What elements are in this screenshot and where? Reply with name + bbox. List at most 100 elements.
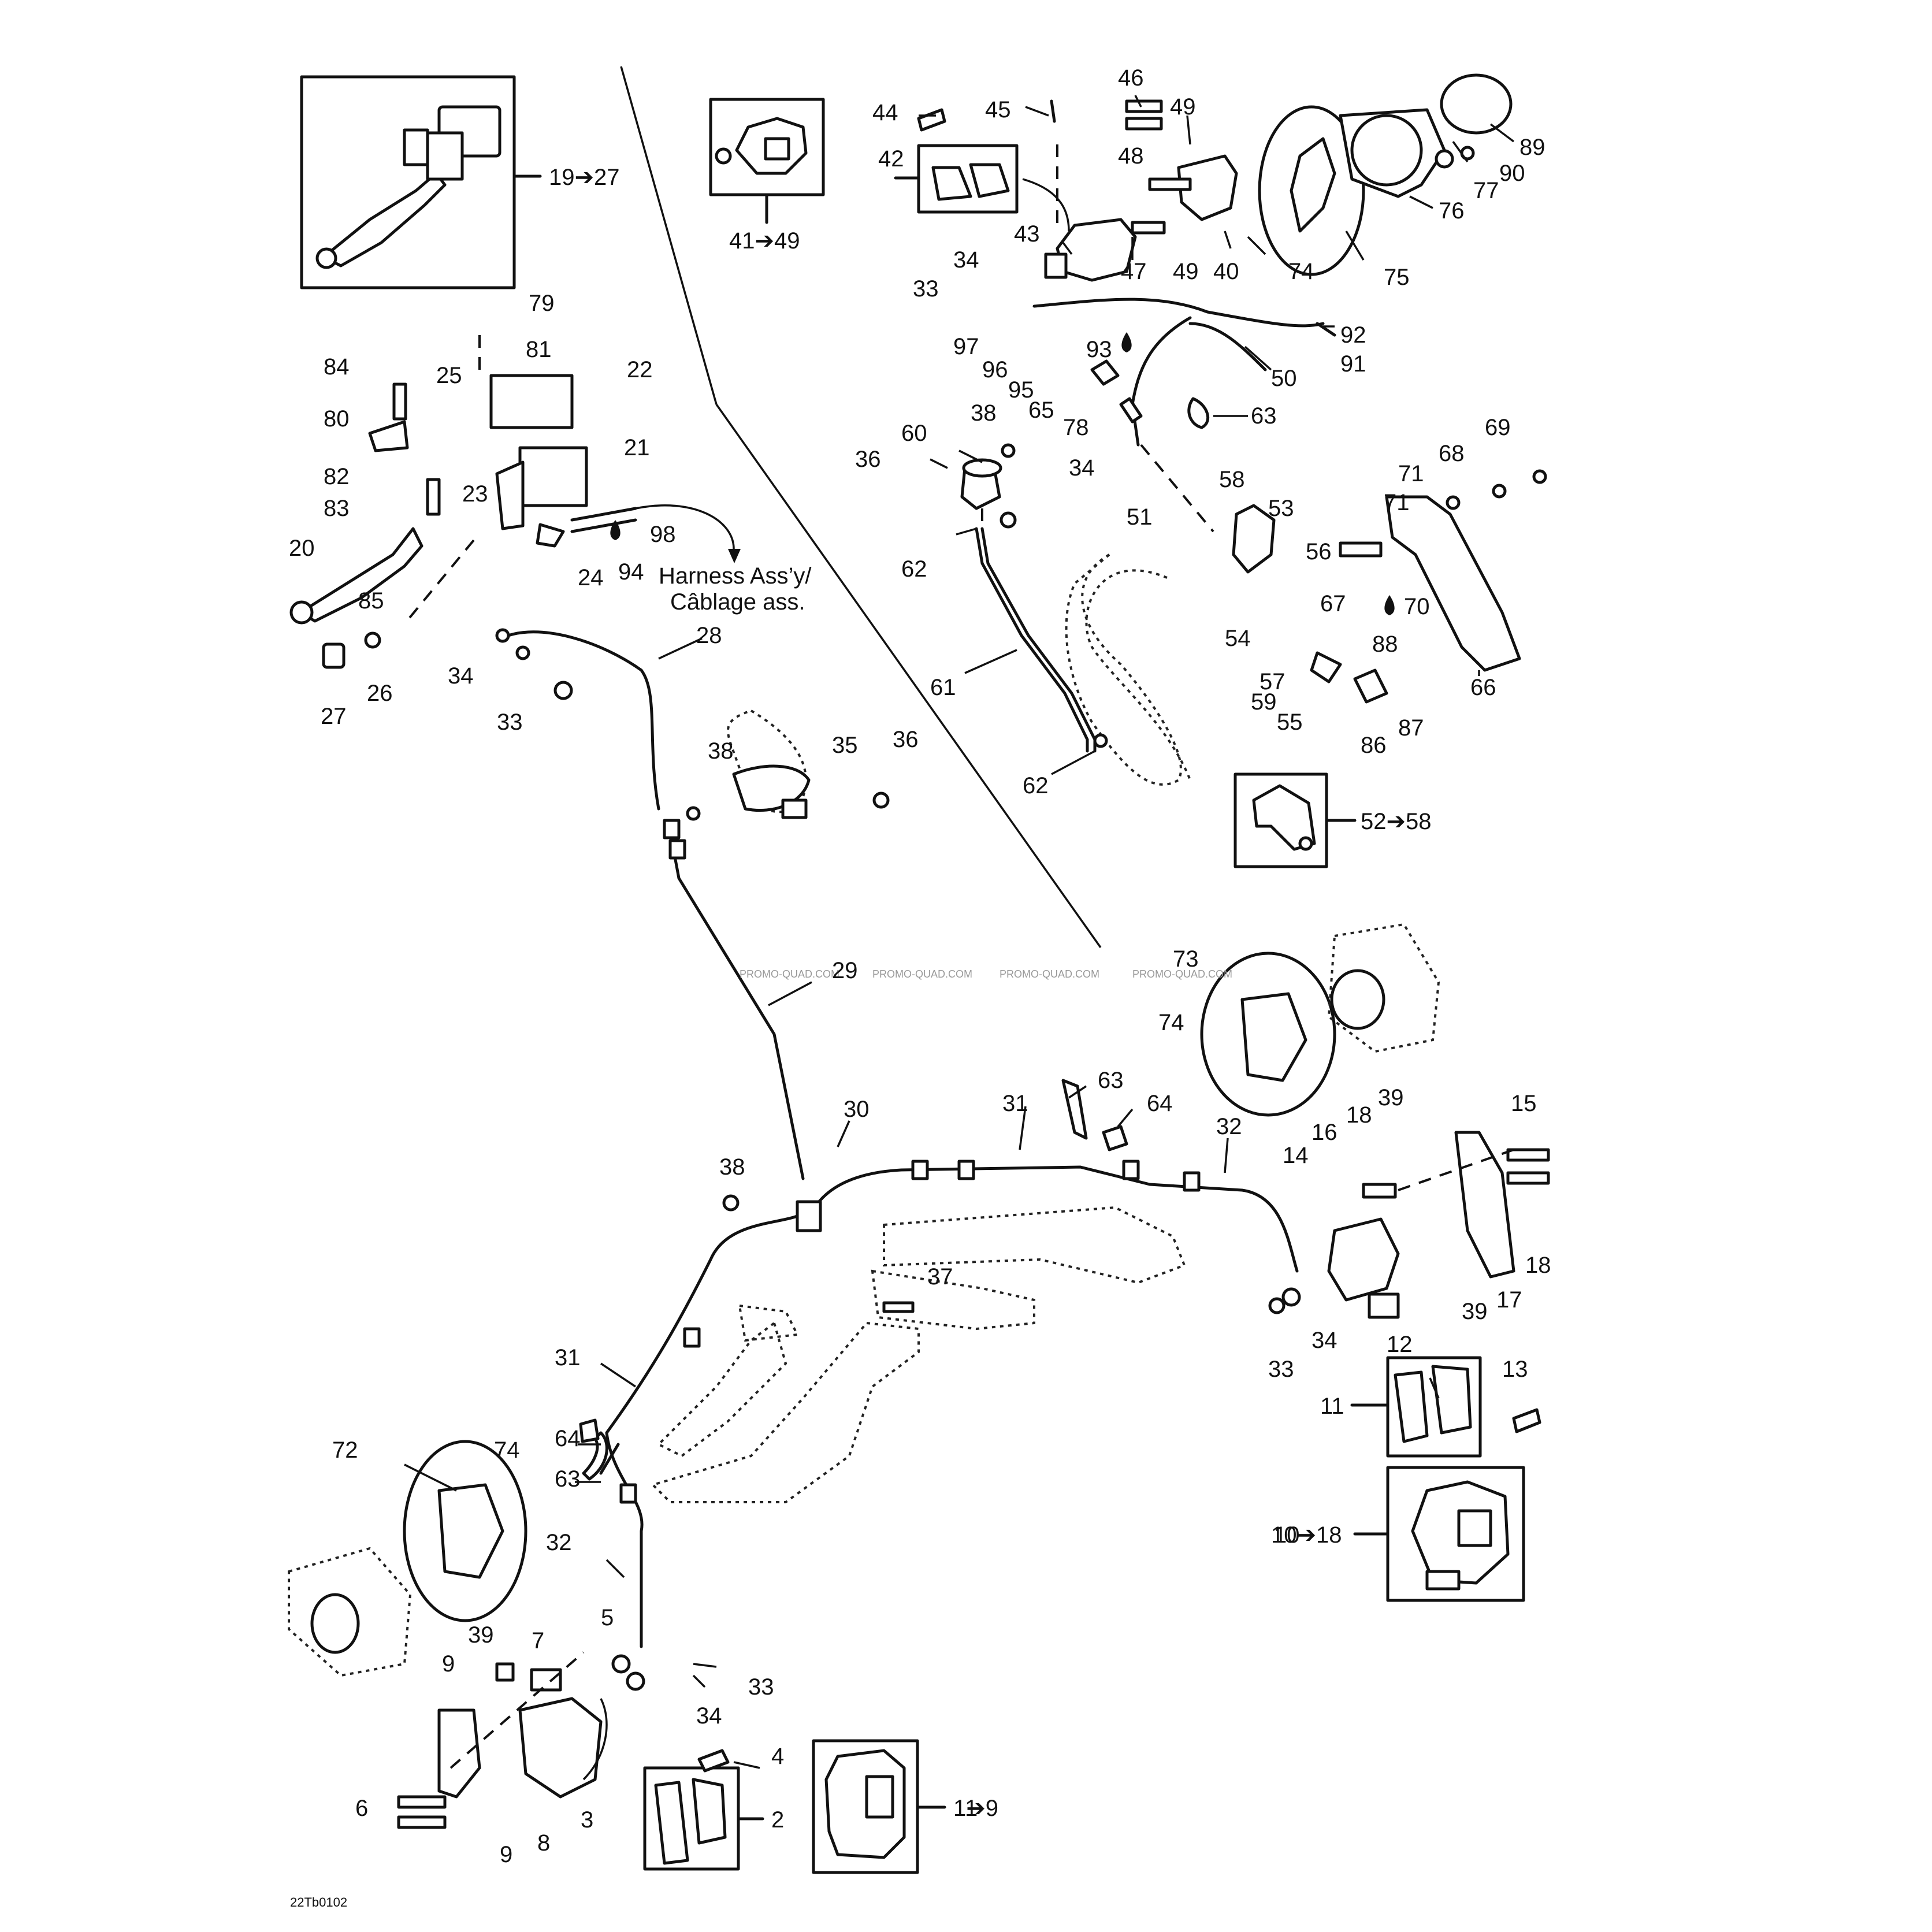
callout-46: 46 [1118, 65, 1144, 91]
small-fittings [495, 99, 1541, 1773]
callout-16: 16 [1311, 1120, 1337, 1145]
callout-45: 45 [985, 97, 1011, 122]
inset-pads-42 [894, 144, 1019, 214]
group-label-1-9: 1➔9 [953, 1796, 998, 1821]
callout-86: 86 [1361, 733, 1387, 758]
callout-34: 34 [953, 247, 979, 273]
callout-27: 27 [321, 704, 347, 729]
callout-70: 70 [1404, 594, 1430, 619]
callout-91: 91 [1340, 351, 1366, 377]
callout-28: 28 [696, 623, 722, 648]
callout-9: 9 [500, 1842, 512, 1867]
callout-4: 4 [771, 1744, 784, 1769]
callout-32: 32 [546, 1530, 572, 1555]
rear-brake-line [1032, 298, 1325, 533]
callout-62: 62 [901, 556, 927, 582]
callout-35: 35 [832, 733, 858, 758]
callout-75: 75 [1384, 265, 1410, 290]
drop-icon [610, 520, 621, 540]
callout-20: 20 [289, 536, 315, 561]
callout-97: 97 [953, 334, 979, 359]
callout-78: 78 [1063, 415, 1089, 440]
callout-71: 71 [1398, 461, 1424, 486]
callout-95: 95 [1008, 377, 1034, 403]
callout-83: 83 [324, 496, 350, 521]
callout-74: 74 [1158, 1010, 1184, 1035]
callout-15: 15 [1511, 1091, 1537, 1116]
callout-34: 34 [1311, 1328, 1337, 1353]
front-disc-left [288, 1440, 527, 1677]
front-caliper-left [397, 1651, 608, 1829]
callout-23: 23 [462, 481, 488, 507]
callout-66: 66 [1470, 675, 1496, 700]
callout-82: 82 [324, 464, 350, 489]
callout-49: 49 [1173, 259, 1199, 284]
drop-icon [1384, 595, 1395, 615]
callout-18: 18 [1525, 1253, 1551, 1278]
callout-40: 40 [1213, 259, 1239, 284]
callout-65: 65 [1028, 397, 1054, 423]
callout-58: 58 [1219, 467, 1245, 492]
callout-34: 34 [696, 1703, 722, 1729]
callout-36: 36 [893, 727, 919, 752]
callout-90: 90 [1499, 161, 1525, 186]
callout-30: 30 [844, 1097, 870, 1122]
callout-39: 39 [1462, 1299, 1488, 1324]
brake-lines [507, 630, 1299, 1648]
callout-47: 47 [1121, 259, 1147, 284]
inset-pads-2 [643, 1766, 764, 1871]
callout-39: 39 [468, 1622, 494, 1648]
callout-53: 53 [1268, 496, 1294, 521]
leader-lines [404, 95, 1515, 1769]
callout-33: 33 [748, 1674, 774, 1700]
callout-5: 5 [601, 1605, 614, 1630]
callout-62: 62 [1023, 773, 1049, 798]
group-label-10-18: 10➔18 [1271, 1522, 1342, 1548]
callout-73: 73 [1173, 946, 1199, 972]
inset-front-caliper-10-18 [1353, 1466, 1525, 1602]
fluid-drop-icons [610, 332, 1395, 615]
inset-master-cylinder [300, 75, 542, 289]
inset-rear-caliper-1-9 [812, 1739, 946, 1874]
watermark: PROMO-QUAD.COM [740, 968, 839, 980]
callout-31: 31 [555, 1345, 581, 1370]
callout-89: 89 [1519, 135, 1545, 160]
group-label-41-49: 41➔49 [729, 228, 800, 254]
callout-9: 9 [442, 1651, 455, 1677]
inset-caliper-bracket-52-58 [1233, 772, 1357, 868]
callout-67: 67 [1320, 591, 1346, 616]
callout-49: 49 [1170, 94, 1196, 120]
inset-rear-caliper [709, 98, 825, 224]
watermark: PROMO-QUAD.COM [872, 968, 972, 980]
brake-pedal-assembly [1085, 469, 1547, 781]
callout-92: 92 [1340, 322, 1366, 348]
callout-69: 69 [1485, 415, 1511, 440]
callout-59: 59 [1251, 689, 1277, 715]
callout-3: 3 [581, 1807, 593, 1833]
callout-54: 54 [1225, 626, 1251, 651]
frame-outline [651, 553, 1186, 1503]
callout-39: 39 [1378, 1085, 1404, 1110]
reservoir-and-hose [960, 458, 1097, 753]
callout-22: 22 [627, 357, 653, 382]
callout-60: 60 [901, 421, 927, 446]
callout-88: 88 [1372, 631, 1398, 657]
callout-48: 48 [1118, 143, 1144, 169]
callout-87: 87 [1398, 715, 1424, 741]
callout-11: 11 [1320, 1394, 1344, 1419]
callout-12: 12 [1387, 1332, 1413, 1357]
callout-33: 33 [497, 709, 523, 735]
callout-63: 63 [555, 1466, 581, 1492]
callout-33: 33 [913, 276, 939, 302]
callout-34: 34 [1069, 455, 1095, 481]
callout-31: 31 [1002, 1091, 1028, 1116]
callout-51: 51 [1127, 504, 1153, 530]
callout-74: 74 [1288, 259, 1314, 284]
callout-57: 57 [1259, 669, 1285, 694]
callout-2: 2 [771, 1807, 784, 1833]
callout-42: 42 [878, 146, 904, 172]
divider-line-2 [715, 403, 1102, 949]
callout-94: 94 [618, 559, 644, 585]
callout-24: 24 [578, 565, 604, 590]
callout-85: 85 [358, 588, 384, 614]
